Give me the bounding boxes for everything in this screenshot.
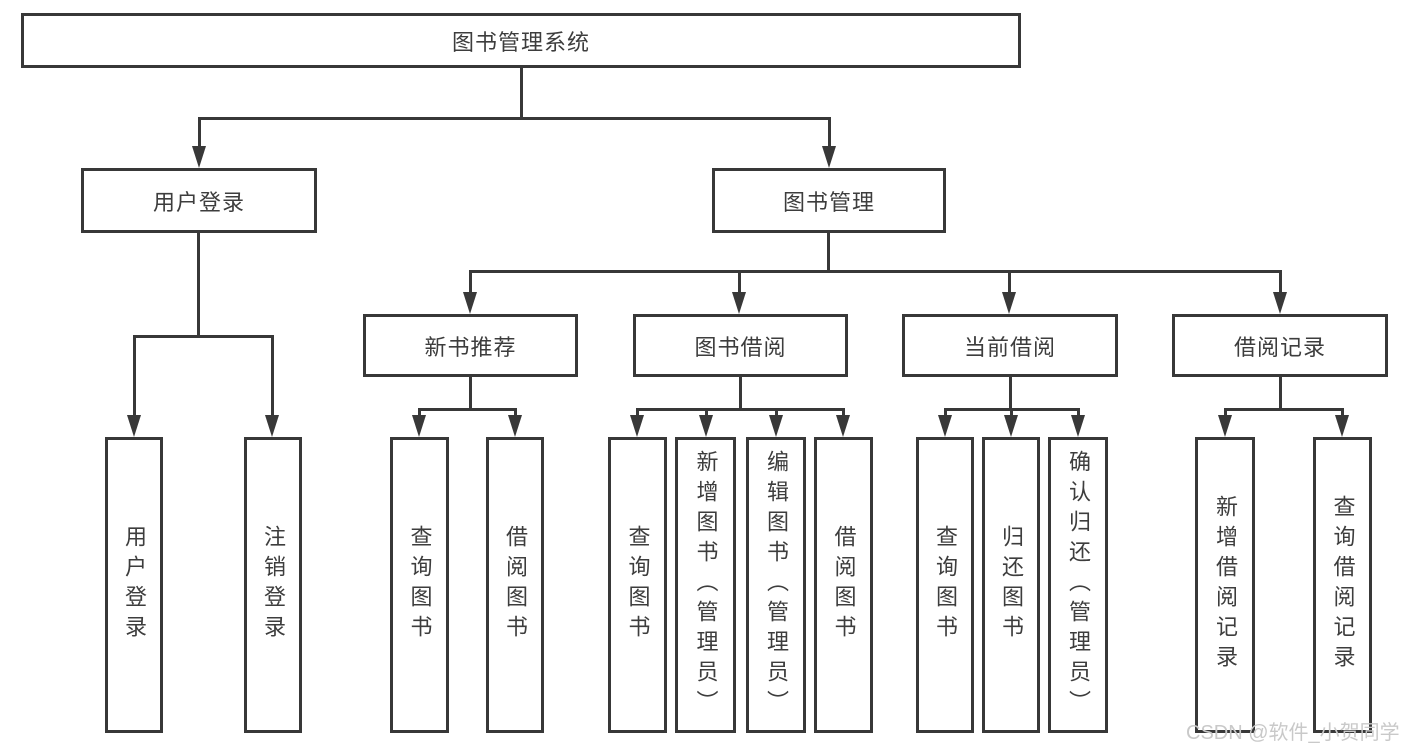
leaf-query-borrow-record: 查询借阅记录 — [1313, 437, 1372, 733]
arrow-down-icon — [412, 415, 426, 437]
arrow-down-icon — [822, 146, 836, 168]
connector-line — [271, 335, 274, 415]
connector-line — [520, 68, 523, 117]
connector-line — [738, 270, 741, 292]
arrow-down-icon — [630, 415, 644, 437]
connector-line — [828, 117, 831, 146]
connector-line — [198, 117, 831, 120]
node-book-borrow: 图书借阅 — [633, 314, 848, 377]
node-book-management: 图书管理 — [712, 168, 946, 233]
connector-line — [469, 270, 472, 292]
leaf-edit-book-admin: 编辑图书（管理员） — [746, 437, 806, 733]
node-current-borrow: 当前借阅 — [902, 314, 1118, 377]
connector-line — [944, 408, 947, 416]
connector-line — [1010, 408, 1013, 416]
csdn-watermark: CSDN @软件_小贺同学 — [1186, 722, 1400, 744]
connector-line — [842, 408, 845, 416]
connector-line — [1341, 408, 1344, 416]
arrow-down-icon — [1071, 415, 1085, 437]
leaf-logout: 注销登录 — [244, 437, 302, 733]
connector-line — [133, 335, 273, 338]
arrow-down-icon — [1002, 292, 1016, 314]
arrow-down-icon — [732, 292, 746, 314]
leaf-query-book-borrow: 查询图书 — [608, 437, 667, 733]
leaf-borrow-book-recommend: 借阅图书 — [486, 437, 544, 733]
leaf-query-book-recommend: 查询图书 — [390, 437, 449, 733]
connector-line — [775, 408, 778, 416]
connector-line — [514, 408, 517, 416]
connector-line — [1224, 408, 1343, 411]
connector-line — [636, 408, 844, 411]
node-new-book-recommend: 新书推荐 — [363, 314, 578, 377]
arrow-down-icon — [938, 415, 952, 437]
connector-line — [469, 270, 1282, 273]
leaf-user-login: 用户登录 — [105, 437, 163, 733]
connector-line — [739, 377, 742, 408]
connector-line — [1279, 270, 1282, 292]
arrow-down-icon — [508, 415, 522, 437]
leaf-confirm-return-admin: 确认归还（管理员） — [1048, 437, 1108, 733]
arrow-down-icon — [265, 415, 279, 437]
connector-line — [418, 408, 421, 416]
arrow-down-icon — [699, 415, 713, 437]
arrow-down-icon — [1335, 415, 1349, 437]
connector-line — [1224, 408, 1227, 416]
leaf-query-book-current: 查询图书 — [916, 437, 974, 733]
arrow-down-icon — [127, 415, 141, 437]
arrow-down-icon — [192, 146, 206, 168]
arrow-down-icon — [836, 415, 850, 437]
leaf-borrow-book: 借阅图书 — [814, 437, 873, 733]
arrow-down-icon — [1218, 415, 1232, 437]
node-root-system: 图书管理系统 — [21, 13, 1021, 68]
connector-line — [1008, 270, 1011, 292]
connector-line — [197, 233, 200, 335]
arrow-down-icon — [463, 292, 477, 314]
node-user-login: 用户登录 — [81, 168, 317, 233]
connector-line — [198, 117, 201, 146]
connector-line — [418, 408, 516, 411]
leaf-return-book: 归还图书 — [982, 437, 1040, 733]
leaf-add-borrow-record: 新增借阅记录 — [1195, 437, 1255, 733]
connector-line — [1077, 408, 1080, 416]
arrow-down-icon — [1004, 415, 1018, 437]
connector-line — [705, 408, 708, 416]
connector-line — [1009, 377, 1012, 408]
connector-line — [133, 335, 136, 415]
connector-line — [469, 377, 472, 408]
arrow-down-icon — [769, 415, 783, 437]
connector-line — [1279, 377, 1282, 408]
connector-line — [636, 408, 639, 416]
leaf-add-book-admin: 新增图书（管理员） — [675, 437, 736, 733]
node-borrow-record: 借阅记录 — [1172, 314, 1388, 377]
arrow-down-icon — [1273, 292, 1287, 314]
connector-line — [827, 233, 830, 270]
